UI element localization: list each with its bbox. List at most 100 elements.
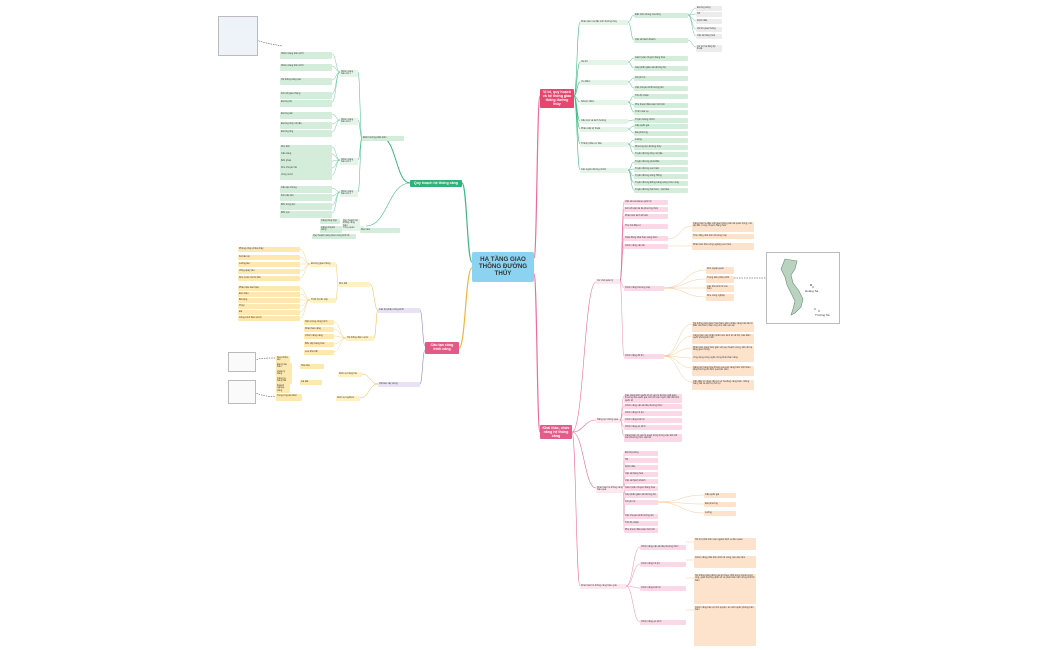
leaf-q39[interactable]: Vùng nước xyxy=(280,173,332,180)
leaf2-n5[interactable]: Kênh đào xyxy=(624,465,658,470)
leaf-k2[interactable]: Chức năng cảng xyxy=(304,334,334,339)
leaf-k29[interactable]: Phát triển khu công nghiệp ven biển xyxy=(692,243,754,250)
root-topic[interactable]: HẠ TẦNG GIAO THÔNG ĐƯỜNG THỦY xyxy=(472,252,534,282)
leaf4-k43[interactable]: Chức năng hỗ trợ xyxy=(640,562,686,567)
leaf-c17[interactable]: Phao tiêu báo hiệu xyxy=(238,286,300,291)
subtopic-n18[interactable]: Phụ thuộc điều kiện thời tiết xyxy=(634,103,688,108)
subtopic-n32[interactable]: Tuyến đường sông Hồng xyxy=(634,174,688,179)
diagram-thumbnail-image[interactable] xyxy=(228,352,256,372)
topic-k39[interactable]: Khai thác hệ thống cảng hiệu quả xyxy=(596,486,624,493)
leaf4-k42[interactable]: Chức năng vận tải đa phương thức xyxy=(640,545,686,550)
leaf-k24[interactable]: Chức năng thương mại xyxy=(624,286,664,291)
leaf-k12[interactable]: Quản lý cảng xyxy=(276,370,292,377)
leaf-c2[interactable]: Kết cấu bến xyxy=(280,194,332,201)
topic-k5[interactable]: Dịch vụ hàng hải xyxy=(338,372,362,377)
leaf2-n12[interactable]: Góp phần giảm tải đường bộ xyxy=(624,493,658,498)
leaf-c14[interactable]: Luồng tàu xyxy=(238,262,300,267)
leaf-k37[interactable]: Phát triển cảng biển gắn với quy hoạch v… xyxy=(692,346,754,356)
topic-q23[interactable]: Nhóm cảng biển số 1 xyxy=(340,70,358,77)
leaf-q10b[interactable]: Cảng chuyên dùng xyxy=(320,226,342,233)
topic-q21[interactable]: Mục tiêu xyxy=(360,228,400,233)
leaf-q35[interactable]: Khu bến xyxy=(280,145,332,152)
leaf-c13[interactable]: Kè bảo vệ xyxy=(238,255,300,260)
leaf-k20[interactable]: Thu hút đầu tư xyxy=(624,224,668,229)
leaf5-k50[interactable]: Hệ thống cảng đóng vai trò then chốt tro… xyxy=(694,574,756,604)
leaf-q38[interactable]: Khu chuyển tải xyxy=(280,166,332,173)
subtopic-n24[interactable]: Địa phương xyxy=(634,131,688,136)
subtopic-n19[interactable]: Tính mùa vụ xyxy=(634,110,688,115)
leaf2-n3[interactable]: Đường sông xyxy=(624,451,658,456)
leaf4-k45[interactable]: Chức năng an ninh xyxy=(640,620,686,625)
leaf-c4[interactable]: Bến cọc xyxy=(280,211,332,218)
leaf-k32[interactable]: Trung tâm phân phối xyxy=(706,276,734,283)
subtopic-n12[interactable]: Góp phần giảm tải đường bộ xyxy=(634,66,688,71)
leaf-k23[interactable]: Chức năng vận tải xyxy=(624,244,668,249)
topic-k15[interactable]: Cơ chế quản lý xyxy=(596,279,620,284)
diagram-thumbnail-image-2[interactable] xyxy=(228,380,256,404)
leaf-k46[interactable]: Cảng biển có vai trò quan trọng trong vi… xyxy=(624,434,682,442)
leaf-k11[interactable]: Đại lý tàu biển xyxy=(276,363,292,370)
leaf-k10[interactable]: Sửa chữa tàu xyxy=(276,356,290,363)
leaf-k9[interactable]: Cung ứng tàu biển xyxy=(276,394,302,401)
leaf-n5[interactable]: Kênh đào xyxy=(696,19,722,24)
leaf-c1[interactable]: Cấu tạo chung xyxy=(280,186,332,193)
leaf-q29[interactable]: Hệ thống cảng cạn xyxy=(280,78,332,85)
leaf-c15[interactable]: Vũng quay tàu xyxy=(238,269,300,274)
subtopic-n14[interactable]: Chi phí rẻ xyxy=(634,76,688,81)
leaf-k40[interactable]: Năng lực hàng hóa thông qua các cảng biể… xyxy=(692,366,754,376)
leaf-c20[interactable]: Bê tông xyxy=(238,298,300,303)
leaf2-n18[interactable]: Phụ thuộc điều kiện thời tiết xyxy=(624,528,658,533)
topic-k16[interactable]: Năng lực thông qua xyxy=(596,418,620,423)
leaf5-k47[interactable]: Hỗ trợ phát triển các ngành dịch vụ liên… xyxy=(694,538,756,550)
leaf-k26[interactable]: Chức năng đô thị xyxy=(624,354,664,359)
topic-c6[interactable]: Các bộ phận công trình xyxy=(378,308,420,313)
topic-q25[interactable]: Nhóm cảng biển số 3 xyxy=(340,158,358,165)
leaf-c18[interactable]: Đèn biển xyxy=(238,292,300,297)
leaf-k21[interactable]: Các cảng biển quốc tế có vai trò là cửa … xyxy=(624,394,682,404)
branch-port-structure[interactable]: Cấu tạo công trình cảng xyxy=(425,342,459,354)
leaf-k44[interactable]: Chức năng kinh tế xyxy=(624,418,682,423)
leaf4-k44[interactable]: Chức năng kinh tế xyxy=(640,586,686,591)
leaf-k43[interactable]: Chức năng hỗ trợ xyxy=(624,411,682,416)
leaf-c22[interactable]: Đá xyxy=(238,310,300,315)
leaf-k13[interactable]: Cảng vụ hàng hải xyxy=(276,377,292,384)
leaf-k8[interactable]: Lai dắt xyxy=(300,380,322,385)
leaf2-n17[interactable]: Tốc độ chậm xyxy=(624,521,658,526)
leaf2-n11[interactable]: Giá trị vận chuyển hàng hóa xyxy=(624,486,658,491)
leaf-q28[interactable]: Nhóm cảng biển số 6 xyxy=(280,64,332,71)
leaf-c24[interactable]: Nền móng công trình xyxy=(304,320,334,325)
leaf-k38[interactable]: Ứng dụng công nghệ trong khai thác cảng xyxy=(692,356,754,362)
topic-n29[interactable]: Các tuyến đường chính xyxy=(580,168,628,173)
subtopic-n31[interactable]: Tuyến đường ven biển xyxy=(634,167,688,172)
leaf2-n14[interactable]: Chi phí rẻ xyxy=(624,500,658,505)
leaf-n4[interactable]: Hồ xyxy=(696,12,722,17)
leaf-k31[interactable]: Kho ngoại quan xyxy=(706,267,734,274)
topic-c10[interactable]: Hệ thống điện nước xyxy=(346,336,374,341)
leaf-q27[interactable]: Nhóm cảng biển số 5 xyxy=(280,52,332,59)
leaf-c11[interactable]: Phòng cháy chữa cháy xyxy=(238,247,300,252)
topic-c8[interactable]: Đường giao thông xyxy=(310,262,336,267)
leaf-q30[interactable]: Kết nối giao thông xyxy=(280,92,332,99)
topic-q19[interactable]: Quy hoạch hệ thống cảng biển xyxy=(342,219,360,229)
leaf-q32[interactable]: Đường sắt xyxy=(280,112,332,119)
leaf-n6[interactable]: Vai trò giao thông xyxy=(696,27,722,32)
leaf-k18[interactable]: Kết nối vận tải đa phương thức xyxy=(624,207,668,212)
topic-q24[interactable]: Nhóm cảng biển số 2 xyxy=(340,118,358,125)
leaf-k4[interactable]: Lưu kho bãi xyxy=(304,350,334,355)
leaf-q9b[interactable]: Cảng tổng hợp xyxy=(320,219,340,224)
leaf-k14[interactable]: Doanh nghiệp cảng xyxy=(276,384,290,394)
leaf-k34[interactable]: Khu công nghiệp xyxy=(706,294,734,301)
leaf-k35[interactable]: Hệ thống cảng biển Việt Nam gồm nhiều cả… xyxy=(692,322,754,332)
leaf-c23[interactable]: Công trình bảo vệ bờ xyxy=(238,316,300,321)
subtopic-n34[interactable]: Tuyến đường Sài Gòn - Cà Mau xyxy=(634,188,688,193)
leaf-k36[interactable]: Cảng biển góp phần phát triển kinh tế xã… xyxy=(692,334,754,344)
leaf2-n8[interactable]: Vận tải hành khách xyxy=(624,479,658,484)
subtopic-n27[interactable]: Phương tiện đường thủy xyxy=(634,145,688,150)
leaf-n3[interactable]: Đường sông xyxy=(696,6,722,11)
subtopic-n21[interactable]: Tuyến luồng chính xyxy=(634,118,688,123)
topic-n22[interactable]: Phân cấp kỹ thuật xyxy=(580,127,628,132)
subtopic-n2[interactable]: Đặc tính chung của thủy xyxy=(634,13,688,18)
subtopic-n23[interactable]: Cấp quốc gia xyxy=(634,124,688,129)
topic-k6[interactable]: Dịch vụ logistics xyxy=(336,396,360,401)
leaf-c16[interactable]: Khu nước trước bến xyxy=(238,276,300,281)
